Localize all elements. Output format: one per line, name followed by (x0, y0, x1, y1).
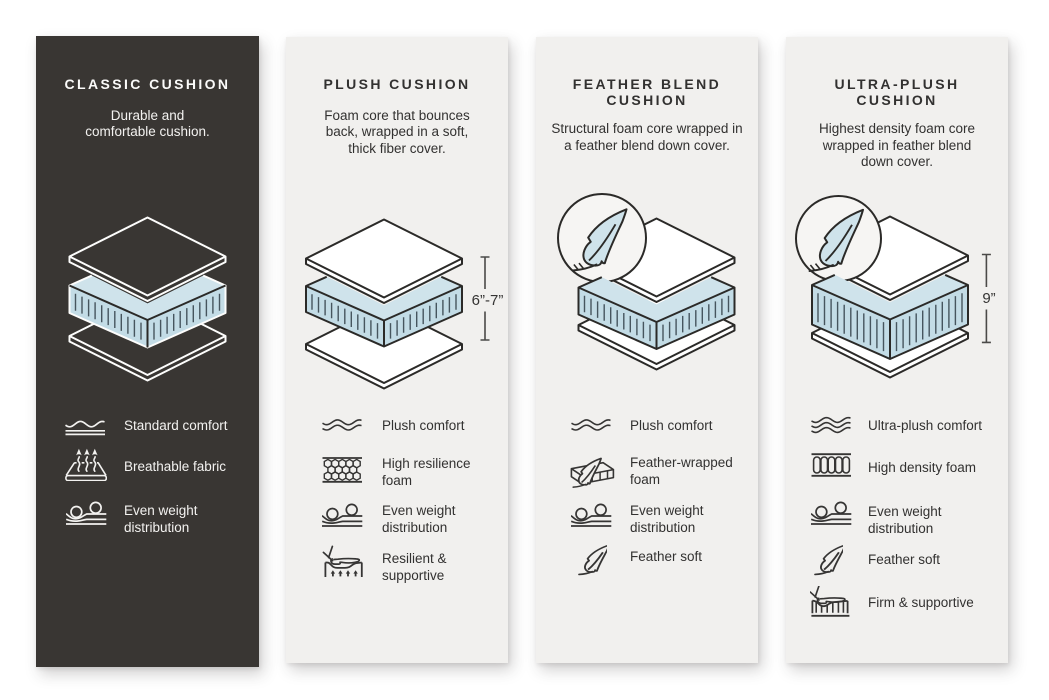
svg-text:6”-7”: 6”-7” (472, 292, 504, 309)
svg-text:9”: 9” (982, 290, 995, 307)
